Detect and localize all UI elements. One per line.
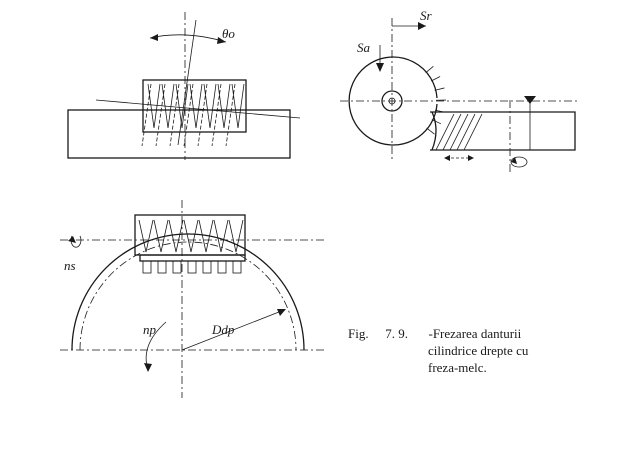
- label-sr: Sr: [420, 8, 433, 23]
- view-hob-front: θo: [67, 12, 301, 160]
- label-ns: ns: [64, 258, 76, 273]
- ddp-arrowhead: [277, 309, 286, 316]
- hob-axis: [95, 99, 301, 119]
- hob-tooth: [189, 83, 203, 129]
- hob-tooth-bottom: [138, 219, 154, 253]
- hob-tooth-bottom: [183, 219, 199, 253]
- workpiece-section: [430, 111, 576, 151]
- hob-tooth-bottom: [228, 219, 244, 253]
- gear-tooth: [172, 260, 182, 274]
- arc-arrow-right: [217, 37, 226, 44]
- axial-arrow-right: [468, 155, 474, 161]
- caption-number: 7. 9.: [385, 326, 408, 341]
- gear-tooth: [232, 260, 242, 274]
- label-sa: Sa: [357, 40, 371, 55]
- hob-tooth-bottom: [168, 219, 184, 253]
- hob-tooth-flank: [141, 83, 152, 147]
- hob-tooth: [147, 83, 161, 129]
- hob-tooth-bottom: [213, 219, 229, 253]
- label-theta: θo: [222, 26, 235, 41]
- hob-tooth: [175, 83, 189, 129]
- pitch-circle: [79, 241, 297, 351]
- hatch-line: [449, 113, 469, 151]
- gear-outline: [71, 233, 305, 351]
- feed-sr-arrowhead: [418, 22, 426, 30]
- hob-body: [142, 79, 247, 133]
- hob-tooth-flank: [211, 83, 222, 147]
- feed-sa-arrowhead: [376, 63, 384, 72]
- workpiece-block: [67, 109, 291, 159]
- label-ddp: Ddp: [211, 322, 235, 337]
- arc-arrow-left: [150, 34, 158, 41]
- gear-rim: [139, 254, 246, 262]
- side-tooth: [426, 127, 435, 135]
- side-tooth: [431, 119, 442, 125]
- hob-side-teeth: [425, 65, 446, 135]
- hob-disc: [348, 56, 438, 146]
- hatch-line: [463, 113, 483, 151]
- gear-tooth: [217, 260, 227, 274]
- hob-tooth-flank: [225, 83, 236, 147]
- hatch-line: [442, 113, 462, 151]
- surface-marker: [524, 96, 536, 104]
- side-tooth: [425, 65, 434, 74]
- tilt-centerline: [177, 19, 197, 146]
- hob-tooth-flank: [169, 83, 180, 147]
- hob-teeth-bottom: [138, 219, 244, 253]
- hob-tooth-bottom: [153, 219, 169, 253]
- ddp-diameter-line: [181, 309, 285, 351]
- view-hob-side: Sr Sa: [340, 8, 580, 175]
- gear-tooth: [157, 260, 167, 274]
- hob-teeth: [141, 83, 245, 147]
- side-tooth: [431, 76, 441, 82]
- gear-tooth: [202, 260, 212, 274]
- hob-tooth: [231, 83, 245, 129]
- caption-line-2: cilindrice drepte cu: [428, 343, 529, 358]
- hatch-line: [435, 113, 455, 151]
- figure-caption: Fig. 7. 9. -Frezarea danturii cilindrice…: [348, 325, 528, 376]
- caption-fig: Fig.: [348, 326, 369, 341]
- hob-tooth: [161, 83, 175, 129]
- axial-arrow-left: [444, 155, 450, 161]
- hob-tooth-flank: [197, 83, 208, 147]
- hob-tooth: [217, 83, 231, 129]
- caption-line-3: freza-melc.: [428, 360, 487, 375]
- angle-arc: [149, 34, 227, 43]
- label-np: np: [143, 322, 157, 337]
- hob-tooth: [203, 83, 217, 129]
- section-hatching: [435, 113, 483, 151]
- hob-tooth-flank: [183, 83, 194, 147]
- gear-tooth: [142, 260, 152, 274]
- caption-line-1: -Frezarea danturii: [428, 326, 522, 341]
- rotation-arrowhead: [511, 157, 517, 164]
- hob-tooth-bottom: [198, 219, 214, 253]
- np-arrowhead: [144, 363, 152, 372]
- cut-zone: [431, 111, 437, 151]
- view-gear: ns np Ddp: [60, 200, 325, 398]
- ns-rotation-arrowhead: [68, 236, 76, 243]
- hob-tooth-flank: [155, 83, 166, 147]
- gear-teeth: [142, 260, 242, 274]
- gear-tooth: [187, 260, 197, 274]
- side-tooth: [434, 87, 445, 91]
- hatch-line: [456, 113, 476, 151]
